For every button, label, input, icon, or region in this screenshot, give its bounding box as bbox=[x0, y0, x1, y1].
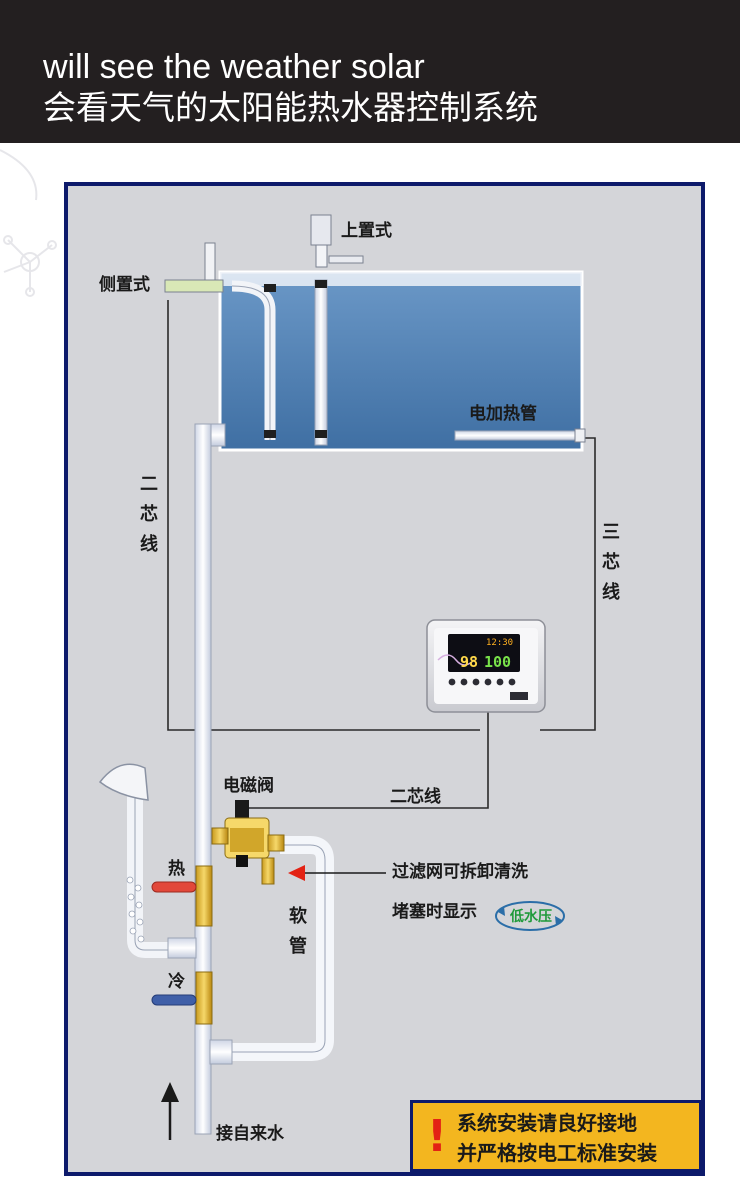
controller-screen bbox=[448, 634, 520, 672]
header-banner: will see the weather solar 会看天气的太阳能热水器控制… bbox=[0, 0, 740, 143]
top-mounted-sensor bbox=[310, 214, 364, 446]
label-hose: 软管 bbox=[289, 906, 307, 957]
cold-handle bbox=[151, 994, 197, 1006]
label-electric-heater: 电加热管 bbox=[469, 404, 537, 424]
installation-diagram: 12:30 98 100 低水压 bbox=[0, 149, 705, 1176]
warning-line-1: 系统安装请良好接地 bbox=[457, 1111, 637, 1135]
label-hot: 热 bbox=[168, 859, 185, 879]
warning-box: ! 系统安装请良好接地 并严格按电工标准安装 bbox=[410, 1100, 702, 1172]
decorative-molecule bbox=[0, 149, 57, 297]
label-two-core-wire-left: 二芯线 bbox=[140, 474, 158, 555]
label-side-mounted: 侧置式 bbox=[99, 275, 150, 295]
inflow-arrow bbox=[161, 1082, 179, 1140]
hot-fitting bbox=[195, 865, 213, 927]
hose bbox=[209, 836, 334, 1065]
label-three-core-wire: 三芯线 bbox=[602, 522, 620, 603]
label-two-core-wire-bottom: 二芯线 bbox=[390, 787, 441, 807]
controller-unit bbox=[426, 619, 546, 713]
cold-fitting bbox=[195, 971, 213, 1025]
label-solenoid-valve: 电磁阀 bbox=[223, 776, 274, 796]
hot-handle bbox=[151, 881, 197, 893]
controller-clock: 12:30 bbox=[486, 638, 513, 648]
warning-exclamation-icon: ! bbox=[427, 1111, 448, 1162]
controller-temperature: 98 bbox=[460, 653, 478, 671]
controller-water-level: 100 bbox=[484, 653, 511, 671]
title-english: will see the weather solar bbox=[43, 48, 425, 86]
side-mounted-sensor bbox=[164, 242, 276, 440]
solenoid-valve bbox=[211, 800, 285, 885]
label-blockage-note: 堵塞时显示 bbox=[392, 902, 477, 922]
wire-three-core bbox=[540, 437, 596, 731]
electric-heater bbox=[454, 428, 586, 443]
low-pressure-label: 低水压 bbox=[509, 908, 552, 925]
warning-line-2: 并严格按电工标准安装 bbox=[457, 1141, 657, 1165]
diagram-frame bbox=[64, 182, 705, 1176]
label-top-mounted: 上置式 bbox=[341, 221, 392, 241]
label-tap-water: 接自来水 bbox=[216, 1124, 284, 1144]
label-filter-note: 过滤网可拆卸清洗 bbox=[392, 862, 528, 882]
water-tank bbox=[218, 270, 584, 452]
filter-arrow bbox=[288, 865, 386, 881]
shower-head bbox=[98, 763, 197, 959]
label-cold: 冷 bbox=[168, 972, 185, 992]
title-chinese: 会看天气的太阳能热水器控制系统 bbox=[43, 88, 538, 127]
wire-two-core-left bbox=[167, 300, 480, 731]
low-pressure-badge bbox=[495, 901, 565, 931]
main-water-pipe bbox=[194, 423, 226, 1135]
